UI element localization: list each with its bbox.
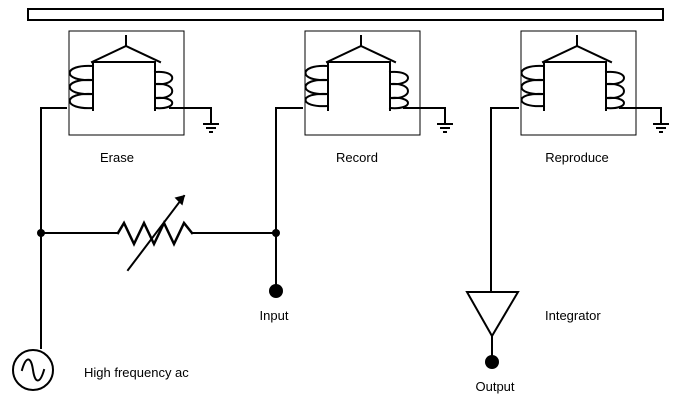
coil-icon: [153, 70, 174, 110]
amplifier-triangle-icon: [465, 291, 520, 338]
erase-head-frame: [68, 30, 185, 136]
reproduce-head-frame: [520, 30, 637, 136]
variable-resistor-icon: [116, 194, 194, 272]
coil-icon: [304, 64, 330, 108]
reproduce-label: Reproduce: [545, 150, 609, 165]
junction-dot: [37, 229, 45, 237]
coil-icon: [604, 70, 625, 110]
output-label: Output: [475, 379, 514, 394]
coil-icon: [388, 70, 409, 110]
erase-lead-wire: [40, 107, 67, 349]
reproduce-head: Reproduce: [520, 30, 669, 165]
record-head: Record: [304, 30, 453, 165]
magnetic-tape: [27, 8, 664, 21]
ground-icon: [437, 123, 453, 133]
input-terminal: [269, 284, 283, 298]
junction-dot: [272, 229, 280, 237]
record-label: Record: [336, 150, 378, 165]
reproduce-lead-wire: [490, 107, 519, 293]
ground-icon: [653, 123, 669, 133]
coil-icon: [520, 64, 546, 108]
coil-icon: [69, 64, 95, 110]
record-head-frame: [304, 30, 421, 136]
record-lead-wire: [275, 107, 303, 291]
input-label: Input: [260, 308, 289, 323]
output-terminal: [485, 355, 499, 369]
erase-head: Erase: [68, 30, 219, 165]
source-label: High frequency ac: [84, 365, 189, 380]
ground-icon: [203, 123, 219, 133]
ac-source-icon: [12, 349, 54, 391]
integrator-label: Integrator: [545, 308, 601, 323]
erase-label: Erase: [100, 150, 134, 165]
